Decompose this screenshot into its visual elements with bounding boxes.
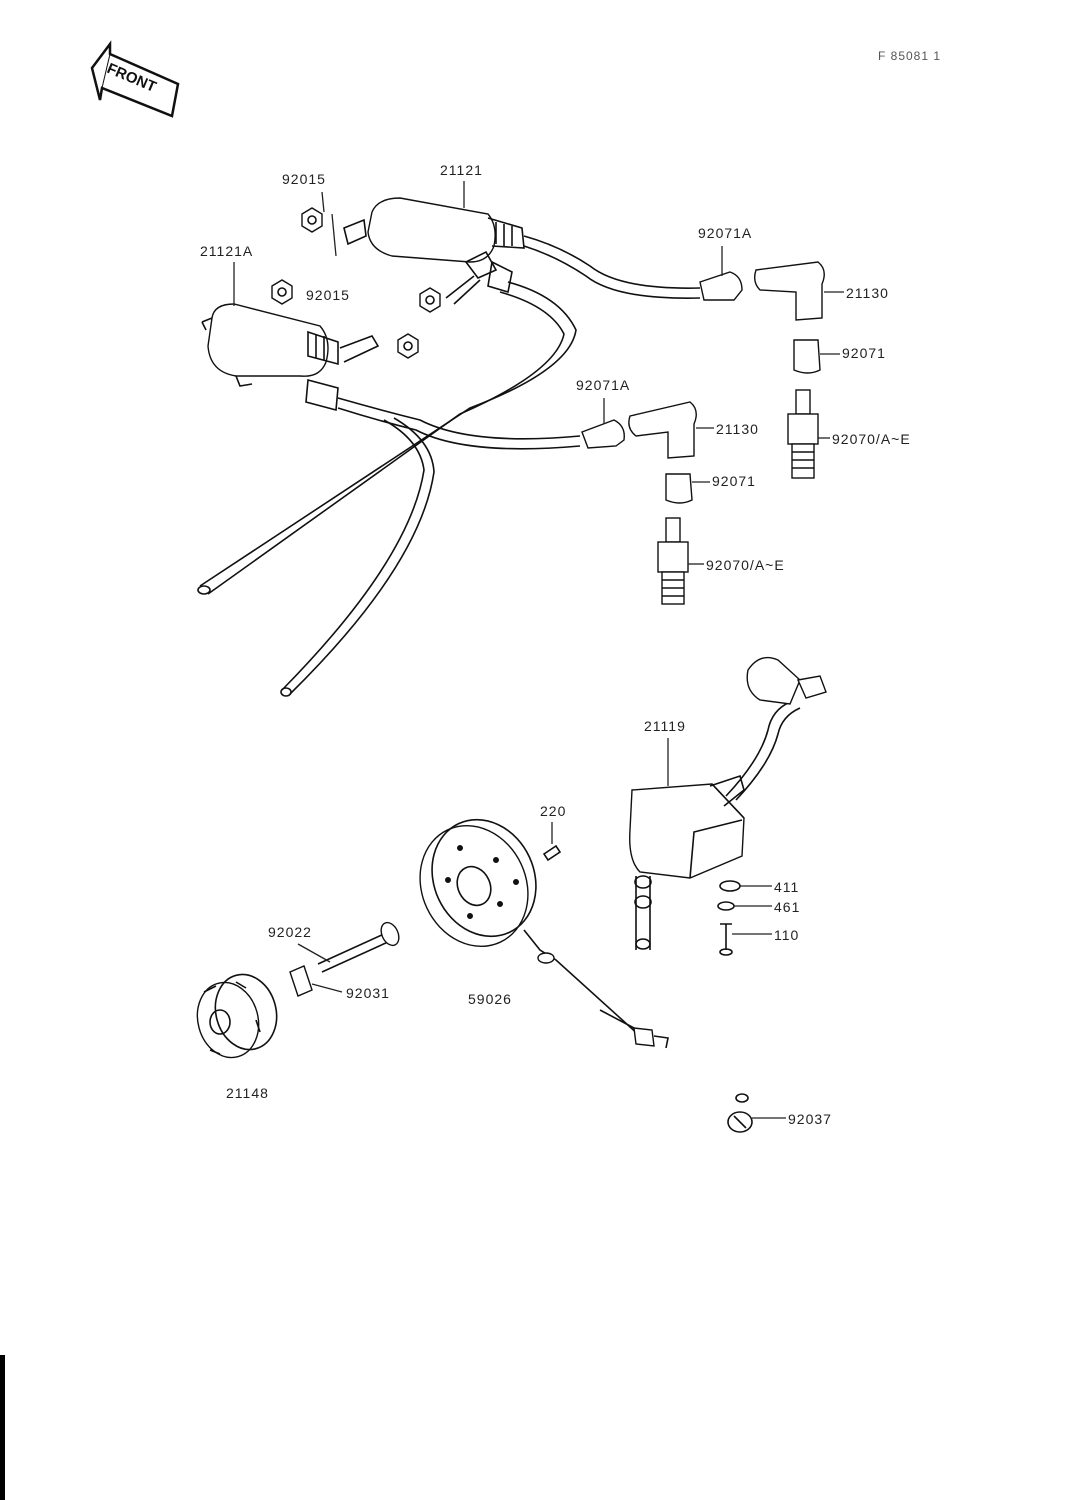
label-411: 411: [774, 879, 799, 895]
plug-cap-21130-lower: [628, 401, 697, 459]
igniter-unit-21119: [629, 656, 827, 950]
screw-110: [719, 923, 733, 956]
high-tension-leads: [197, 235, 701, 697]
timing-rotor-21148: [196, 973, 278, 1059]
nut-92015-lower: [271, 279, 293, 305]
label-110: 110: [774, 927, 799, 943]
seal-92071-upper: [793, 339, 821, 374]
spark-plug-upper: [787, 389, 819, 479]
label-92071a-lower: 92071A: [576, 377, 630, 393]
label-92031: 92031: [346, 985, 390, 1001]
label-461: 461: [774, 899, 800, 915]
label-21121: 21121: [440, 162, 483, 178]
label-59026: 59026: [468, 991, 512, 1007]
label-92015-lower: 92015: [306, 287, 350, 303]
plug-cap-21130-upper: [753, 261, 825, 321]
ignition-coil-lower: [201, 303, 380, 412]
bolt-92022: [317, 921, 400, 973]
label-92015-upper: 92015: [282, 171, 326, 187]
page-code: F 85081 1: [878, 49, 941, 63]
label-92071a-upper: 92071A: [698, 225, 752, 241]
seal-92071-lower: [665, 473, 693, 504]
pickup-plate: [419, 818, 669, 1049]
label-92071-upper: 92071: [842, 345, 886, 361]
label-92022: 92022: [268, 924, 312, 940]
label-21148: 21148: [226, 1085, 269, 1101]
ignition-coil-upper: [343, 197, 525, 305]
label-92070-lower: 92070/A~E: [706, 557, 785, 573]
cap-seal-92071a-lower: [581, 419, 625, 449]
nut-coil-right-b: [397, 333, 419, 359]
cap-seal-92071a-upper: [699, 271, 743, 301]
washer-411: [719, 880, 741, 892]
label-92037: 92037: [788, 1111, 832, 1127]
label-92071-lower: 92071: [712, 473, 756, 489]
front-arrow-icon: FRONT: [90, 40, 180, 118]
label-21119: 21119: [644, 718, 686, 734]
label-21121a: 21121A: [200, 243, 253, 259]
spark-plug-lower: [657, 517, 689, 605]
lock-washer-461: [717, 901, 735, 911]
scan-edge-bar: [0, 1355, 5, 1500]
label-220: 220: [540, 803, 566, 819]
clip-92037: [727, 1093, 753, 1133]
collar-92031: [289, 965, 313, 997]
screw-220: [542, 844, 562, 862]
nut-coil-right-a: [419, 287, 441, 313]
label-21130-lower: 21130: [716, 421, 759, 437]
label-21130-upper: 21130: [846, 285, 889, 301]
nut-92015-upper: [301, 207, 323, 233]
label-92070-upper: 92070/A~E: [832, 431, 911, 447]
